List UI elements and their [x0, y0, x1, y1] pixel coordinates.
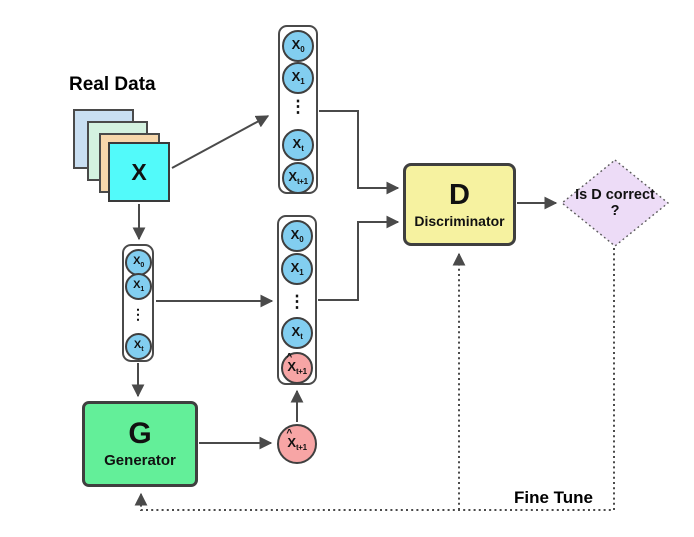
input-x-block: X: [108, 142, 170, 202]
node-x0: X0: [281, 220, 313, 252]
decision-question-mark: ?: [610, 203, 620, 219]
node-xt: Xt: [282, 129, 314, 161]
x-block-label: X: [131, 158, 147, 185]
sequence-real-full: X0 X1 ⋮ Xt Xt+1: [278, 25, 318, 194]
ellipsis-dots: ⋮: [288, 292, 306, 311]
node-xhat-t1: ^Xt+1: [281, 352, 313, 384]
sequence-mixed: X0 X1 ⋮ Xt ^Xt+1: [277, 215, 317, 385]
feedback-decision-to-generator: [134, 248, 615, 511]
ellipsis-dots: ⋮: [131, 306, 145, 322]
node-xt: Xt: [281, 317, 313, 349]
node-x1: X1: [281, 253, 313, 285]
node-x1: X1: [282, 62, 314, 94]
discriminator-name: Discriminator: [414, 212, 505, 229]
generated-sample-node: ^Xt+1: [277, 424, 317, 464]
node-x1: X1: [125, 273, 152, 300]
decision-label: Is D correct ?: [557, 187, 673, 219]
generator-name: Generator: [104, 452, 176, 469]
node-xt: Xt: [125, 333, 152, 360]
arrow-mixed-sequence-to-discriminator: [318, 215, 400, 301]
node-x0: X0: [125, 249, 152, 276]
sequence-real-window: X0 X1 ⋮ Xt: [122, 244, 154, 362]
node-xt1: Xt+1: [282, 162, 314, 194]
node-x0: X0: [282, 30, 314, 62]
discriminator-letter: D: [449, 178, 470, 211]
fine-tune-label: Fine Tune: [514, 488, 594, 507]
arrow-x-to-top-sequence: [171, 115, 270, 169]
generator-box: G Generator: [82, 401, 198, 487]
arrow-top-sequence-to-discriminator: [319, 110, 400, 195]
decision-diamond: [560, 159, 670, 247]
discriminator-box: D Discriminator: [403, 163, 516, 246]
decision-question: Is D correct: [575, 187, 655, 203]
real-data-label: Real Data: [69, 74, 156, 95]
generator-letter: G: [128, 417, 152, 450]
ellipsis-dots: ⋮: [289, 97, 307, 116]
